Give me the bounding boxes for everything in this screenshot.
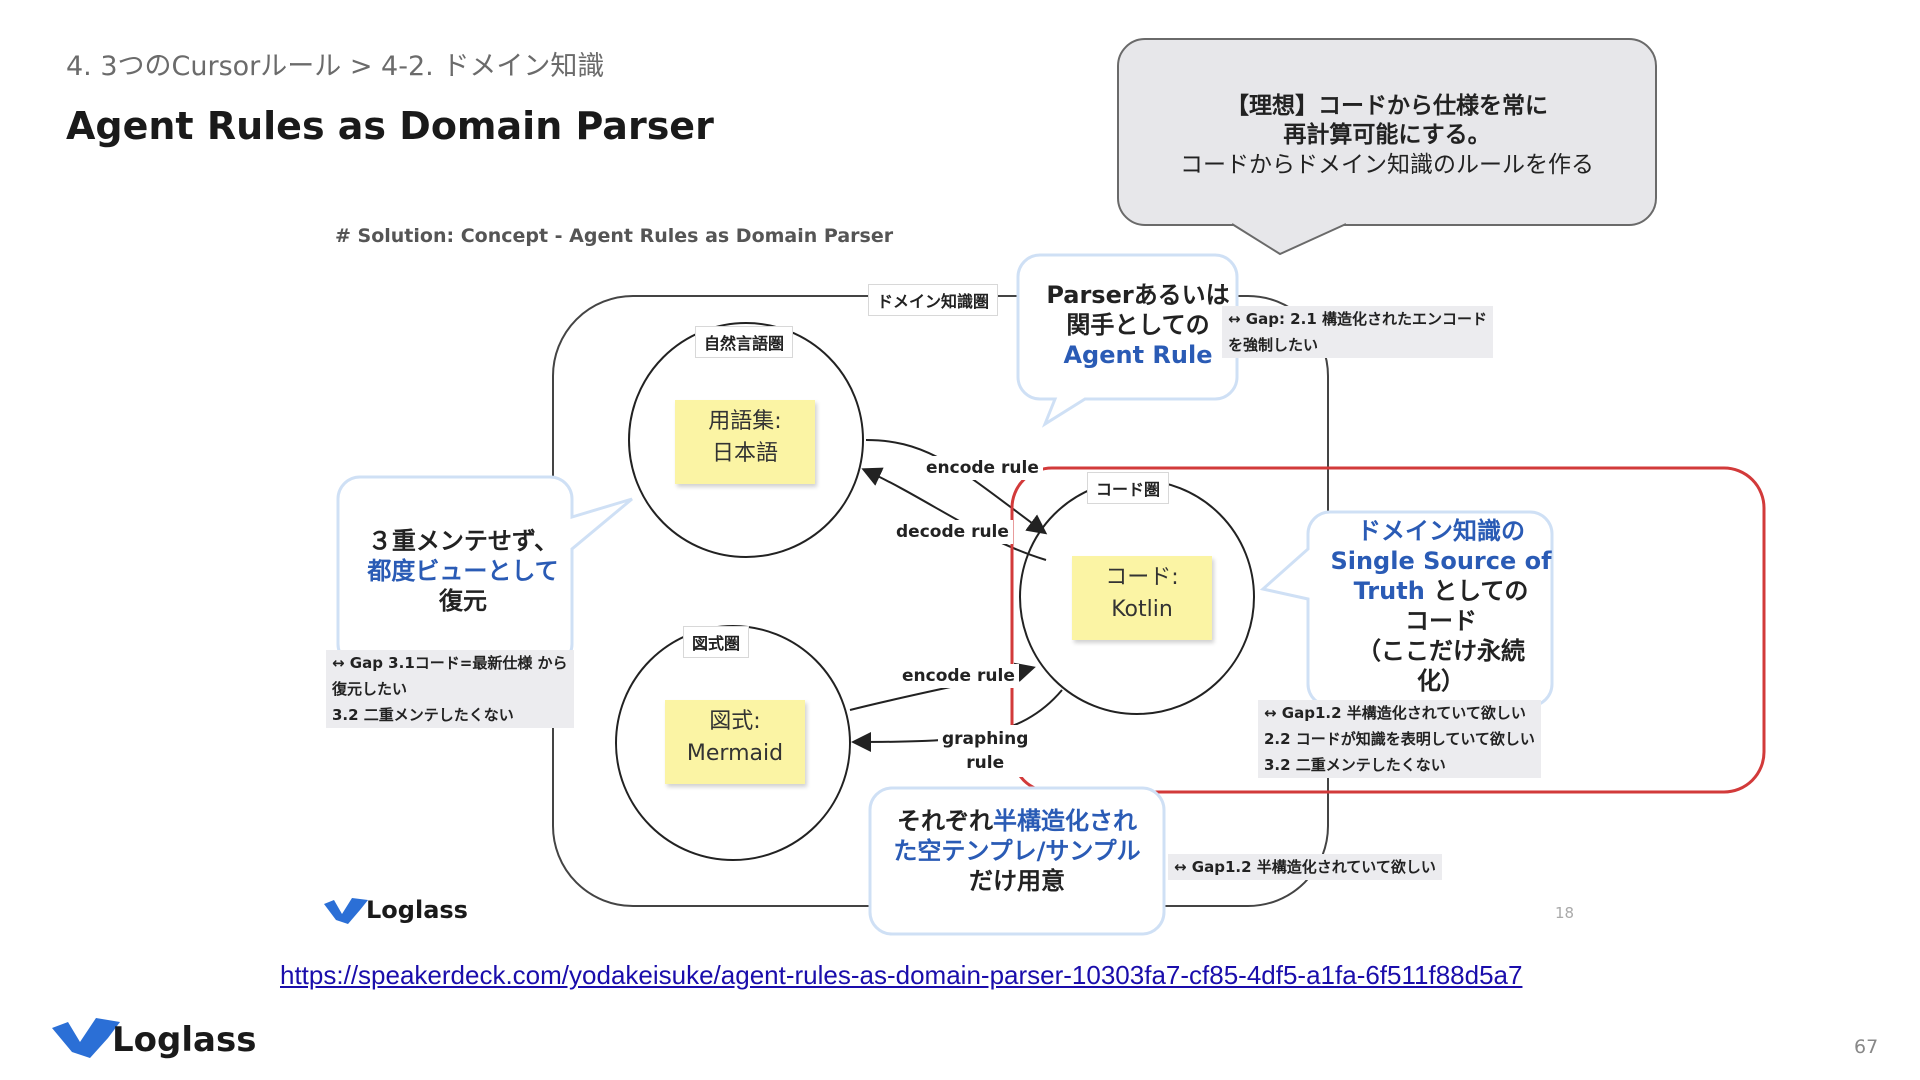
ideal-callout: 【理想】コードから仕様を常に 再計算可能にする。 コードからドメイン知識のルール… [1117,38,1657,226]
bubble-ssot-text: ドメイン知識の Single Source of Truth としての コード … [1310,516,1572,696]
slide-heading: # Solution: Concept - Agent Rules as Dom… [335,225,894,247]
bubble-ssot-line4: コード [1405,607,1477,635]
natural-language-label: 自然言語圏 [695,326,794,358]
glossary-sticky: 用語集: 日本語 [675,400,815,484]
note-gap-2-1-line1: ↔ Gap: 2.1 構造化されたエンコード [1228,310,1487,328]
ideal-callout-line3: コードからドメイン知識のルールを作る [1180,152,1594,178]
graphing-rule-label-line1: graphing [942,729,1029,749]
bubble-ssot-line3b: としての [1424,577,1529,605]
code-sticky-line2: Kotlin [1111,597,1173,622]
bubble-ssot-line3: Truth としての [1310,576,1572,606]
speakerdeck-link[interactable]: https://speakerdeck.com/yodakeisuke/agen… [280,960,1523,990]
bubble-ssot-line6: 化） [1417,667,1465,695]
bubble-template-line1b: 半構造化され [993,807,1137,835]
bubble-parser-line3: Agent Rule [1063,341,1213,369]
diagram-region-label: 図式圏 [683,626,750,658]
glossary-line2: 日本語 [711,441,778,466]
note-gap-1-2-a-line2: 2.2 コードが知識を表明していて欲しい [1264,730,1535,748]
slide-page-number: 18 [1555,904,1575,922]
page-number: 67 [1854,1036,1879,1058]
graphing-rule-label: graphing rule [938,725,1033,777]
ideal-callout-line2: 再計算可能にする。 [1283,122,1491,148]
bubble-triple-text: ３重メンテせず、 都度ビューとして 復元 [348,526,578,616]
note-gap-1-2-a: ↔ Gap1.2 半構造化されていて欲しい 2.2 コードが知識を表明していて欲… [1258,700,1541,778]
decode-rule-arrow [861,467,1047,561]
note-gap-2-1-line2: を強制したい [1228,336,1319,354]
bubble-template-text: それぞれ半構造化され た空テンプレ/サンプル だけ用意 [872,806,1162,896]
diagram-sticky-line2: Mermaid [686,741,784,766]
note-gap-2-1: ↔ Gap: 2.1 構造化されたエンコード を強制したい [1222,306,1493,358]
bubble-triple-line1: ３重メンテせず、 [367,527,559,555]
diagram-sticky-line1: 図式: [709,709,761,734]
page-title: Agent Rules as Domain Parser [66,104,714,148]
callout-tail [1231,223,1347,256]
glossary-line1: 用語集: [708,409,782,434]
encode-rule-label-2: encode rule [898,664,1019,688]
bubble-parser-line2: 関手としての [1066,311,1210,339]
bubble-parser-text: Parserあるいは 関手としての Agent Rule [1018,280,1258,370]
code-region-label: コード圏 [1087,472,1170,504]
bubble-template-line1a: それぞれ [897,807,993,835]
bubble-parser-line1: Parserあるいは [1046,281,1230,309]
footer-logo: Loglass [112,1020,257,1060]
bubble-ssot-line1: ドメイン知識の [1357,517,1525,545]
loglass-mark-large [52,1018,120,1058]
code-sticky-line1: コード: [1105,565,1179,590]
bubble-template-line2: た空テンプレ/サンプル [893,837,1141,865]
bubble-template-shape [868,786,1166,936]
decode-rule-label: decode rule [892,520,1013,544]
ideal-callout-line1: 【理想】コードから仕様を常に [1226,93,1548,119]
note-gap-3-1: ↔ Gap 3.1コード=最新仕様 から 復元したい 3.2 二重メンテしたくな… [326,650,574,728]
bubble-ssot-line5: （ここだけ永続 [1357,637,1525,665]
bubble-parser-shape [1016,253,1239,428]
bubble-ssot-line2: Single Source of [1330,547,1552,575]
graphing-rule-label-line2: rule [966,753,1005,773]
loglass-mark-small [324,898,368,924]
note-gap-1-2-b: ↔ Gap1.2 半構造化されていて欲しい [1168,854,1442,880]
note-gap-1-2-a-line3: 3.2 二重メンテしたくない [1264,756,1446,774]
note-gap-3-1-line2: 復元したい [332,680,408,698]
bubble-ssot-line3a: Truth [1353,577,1425,605]
bubble-template-line3: だけ用意 [969,867,1065,895]
note-gap-3-1-line1: ↔ Gap 3.1コード=最新仕様 から [332,654,568,672]
bubble-template-line1: それぞれ半構造化され [872,806,1162,836]
bubble-triple-line2: 都度ビューとして [367,557,559,585]
code-sticky: コード: Kotlin [1072,556,1212,640]
diagram-sticky: 図式: Mermaid [665,700,805,784]
encode-rule-label-1: encode rule [922,456,1043,480]
bubble-triple-line3: 復元 [439,587,487,615]
note-gap-3-1-line3: 3.2 二重メンテしたくない [332,706,514,724]
slide-logo: Loglass [366,896,468,924]
code-highlight-box [1010,466,1766,794]
breadcrumb: 4. 3つのCursorルール > 4-2. ドメイン知識 [66,51,605,82]
domain-knowledge-label: ドメイン知識圏 [868,284,999,316]
note-gap-1-2-a-line1: ↔ Gap1.2 半構造化されていて欲しい [1264,704,1526,722]
